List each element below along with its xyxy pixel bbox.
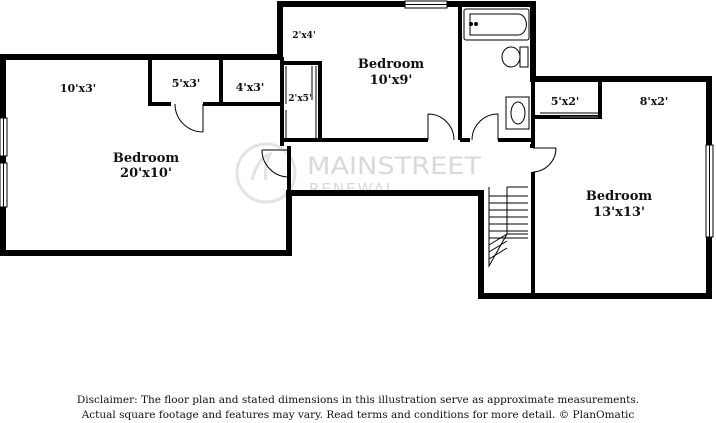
bathroom-fixtures — [463, 8, 530, 130]
bedroom-right-name: Bedroom — [586, 189, 653, 204]
bedroom-mid-name: Bedroom — [358, 57, 425, 72]
outer-walls — [0, 1, 712, 299]
closet-f-dim: 8'x2' — [640, 95, 669, 108]
bedroom-right-dim: 13'x13' — [593, 205, 645, 220]
toilet-tank-icon — [519, 46, 529, 68]
disclaimer-line-1: Disclaimer: The floor plan and stated di… — [76, 394, 640, 406]
interior-walls — [148, 4, 602, 296]
windows — [0, 0, 714, 238]
closet-a-dim: 5'x3' — [172, 77, 201, 90]
bedroom-left-dim: 20'x10' — [120, 166, 172, 181]
closet-c-dim: 2'x4' — [292, 31, 315, 41]
disclaimer: Disclaimer: The floor plan and stated di… — [0, 393, 716, 423]
toilet-bowl-icon — [501, 46, 521, 68]
disclaimer-line-2: Actual square footage and features may v… — [81, 409, 635, 421]
door-swings — [174, 103, 557, 193]
watermark-line1: MAINSTREET — [307, 152, 481, 180]
watermark-logo-icon — [235, 142, 297, 204]
closet-left-dim: 10'x3' — [60, 82, 96, 95]
closet-d-dim: 2'x5' — [288, 94, 311, 104]
sliding-doors — [285, 66, 598, 138]
stairs — [485, 186, 528, 293]
closet-e-dim: 5'x2' — [551, 95, 580, 108]
bedroom-left-name: Bedroom — [113, 151, 180, 166]
room-labels: 10'x3' 5'x3' 4'x3' 2'x4' 2'x5' Bedroom 1… — [60, 31, 668, 220]
closet-b-dim: 4'x3' — [236, 81, 265, 94]
bedroom-mid-dim: 10'x9' — [370, 73, 413, 88]
